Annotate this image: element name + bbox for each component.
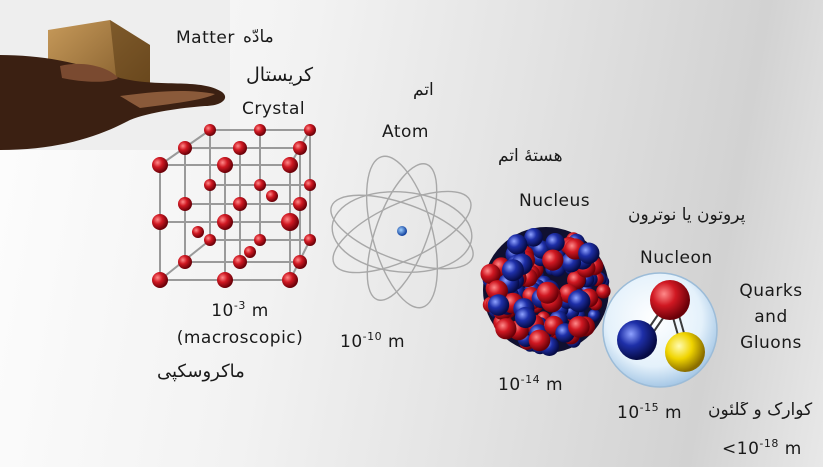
nucleus-scale-exp: -14	[520, 373, 541, 386]
quarks-label-line1: Quarks	[739, 281, 803, 301]
nucleon-scale-unit: m	[665, 403, 683, 423]
crystal-scale-unit: m	[251, 301, 269, 321]
proton-ball	[596, 284, 611, 299]
neutron-ball	[545, 233, 565, 253]
quark-scale-unit: m	[784, 439, 802, 459]
quark-scale-prefix: <	[722, 439, 737, 459]
crystal-scale-exp: -3	[233, 299, 246, 312]
nucleus-image	[480, 227, 611, 356]
nucleus-label-fa: هستهٔ اتم	[498, 146, 563, 166]
matter-label-fa: مادّه	[243, 27, 274, 47]
proton-ball	[542, 249, 564, 271]
nucleus-scale-unit: m	[546, 375, 564, 395]
nucleon-scale: 10-15 m	[617, 402, 682, 422]
crystal-scale-base: 10	[211, 301, 234, 321]
nucleus-label: Nucleus	[519, 191, 591, 211]
proton-ball	[495, 318, 517, 340]
crystal-scale: 10-3 m	[180, 300, 300, 320]
matter-label: Matter	[176, 28, 235, 48]
neutron-ball	[506, 234, 528, 255]
atom-image	[330, 155, 474, 309]
crystal-label: Crystal	[242, 99, 306, 119]
macroscopic-note-fa: ماکروسکپی	[157, 361, 245, 382]
nucleus-scale: 10-14 m	[498, 374, 563, 394]
nucleus-scale-base: 10	[498, 375, 521, 395]
nucleon-label-fa: پروتون یا نوترون	[628, 205, 746, 225]
crystal-lattice-image	[152, 124, 316, 288]
macroscopic-note: (macroscopic)	[176, 328, 304, 348]
neutron-ball	[487, 294, 510, 316]
atom-scale-exp: -10	[362, 330, 383, 343]
neutron-ball	[501, 259, 524, 282]
neutron-ball	[578, 242, 600, 264]
atom-scale-base: 10	[340, 332, 363, 352]
proton-ball	[528, 329, 551, 352]
proton-ball	[480, 263, 501, 284]
nucleon-scale-base: 10	[617, 403, 640, 423]
proton-ball	[568, 316, 590, 338]
quark-scale: <10-18 m	[722, 438, 802, 458]
quarks-label-line3: Gluons	[740, 333, 802, 353]
quark-scale-exp: -18	[759, 437, 779, 450]
proton-ball	[536, 281, 559, 304]
atom-scale-unit: m	[388, 332, 406, 352]
quarks-label-fa: کوارک و گلئون	[708, 402, 813, 419]
quark-scale-base: 10	[736, 439, 760, 459]
neutron-ball	[568, 290, 591, 313]
quarks-label-line2: and	[754, 307, 788, 327]
nucleon-scale-exp: -15	[639, 401, 660, 414]
hand-holding-matter-image	[0, 0, 230, 150]
atom-scale: 10-10 m	[340, 331, 405, 351]
atom-label: Atom	[382, 122, 429, 142]
nucleon-image	[602, 272, 718, 388]
crystal-label-fa: کریستال	[246, 64, 314, 86]
neutron-ball	[514, 306, 537, 329]
nucleon-label: Nucleon	[640, 248, 713, 268]
neutron-ball	[524, 228, 543, 247]
atom-label-fa: اتم	[413, 80, 434, 100]
